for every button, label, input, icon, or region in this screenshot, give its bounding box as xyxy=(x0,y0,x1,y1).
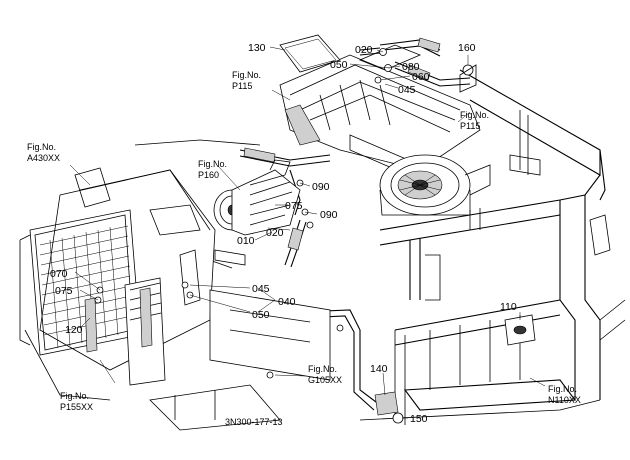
callout-150: 150 xyxy=(410,413,428,425)
fig-g105-label: Fig.No. xyxy=(308,364,337,374)
receiver-drier xyxy=(139,287,153,348)
part-140-clamp xyxy=(374,391,399,416)
callout-075-upper: 075 xyxy=(285,200,303,212)
callout-090-upper: 090 xyxy=(312,181,330,193)
fig-p155-value: P155XX xyxy=(60,402,93,412)
callout-045-lower: 045 xyxy=(252,283,270,295)
fig-p115-top-label: Fig.No. xyxy=(232,70,261,80)
callout-090-lower: 090 xyxy=(320,209,338,221)
callout-040: 040 xyxy=(278,296,296,308)
fasteners xyxy=(94,48,392,379)
callout-050-top: 050 xyxy=(330,59,348,71)
fig-g105-value: G105XX xyxy=(308,375,342,385)
callout-labels: 130 020 050 080 060 045 160 090 075 090 … xyxy=(50,42,517,425)
fig-n110-value: N110XX xyxy=(548,395,581,405)
fig-p115-right-value: P115 xyxy=(460,121,480,131)
callout-130: 130 xyxy=(248,42,266,54)
callout-060: 060 xyxy=(412,71,430,83)
compressor xyxy=(213,159,301,236)
callout-010: 010 xyxy=(237,235,255,247)
chassis-frame xyxy=(359,69,626,425)
callout-080: 080 xyxy=(402,61,420,73)
callout-045-top: 045 xyxy=(398,84,416,96)
part-150-bolt xyxy=(392,412,404,424)
fig-p155-label: Fig.No. xyxy=(60,391,89,401)
fig-p115-top-value: P115 xyxy=(232,81,252,91)
fig-a430-label: Fig.No. xyxy=(27,142,56,152)
fig-references: Fig.No. P115 Fig.No. P115 Fig.No. P160 F… xyxy=(27,70,581,412)
callout-140: 140 xyxy=(370,363,388,375)
callout-120: 120 xyxy=(65,324,83,336)
drawing-code: 3N300-177-13 xyxy=(225,417,283,427)
fig-p115-right-label: Fig.No. xyxy=(460,110,489,120)
callout-075-lower: 075 xyxy=(55,285,73,297)
condenser-assembly xyxy=(19,167,216,401)
brackets xyxy=(149,64,536,431)
callout-020-top: 020 xyxy=(355,44,373,56)
fig-a430-value: A430XX xyxy=(27,153,60,163)
hoses xyxy=(134,37,471,411)
fig-n110-label: Fig.No. xyxy=(548,384,577,394)
callout-050-lower: 050 xyxy=(252,309,270,321)
leader-lines xyxy=(69,46,546,419)
fig-p160-value: P160 xyxy=(198,170,219,180)
fig-p160-label: Fig.No. xyxy=(198,159,227,169)
callout-160: 160 xyxy=(458,42,476,54)
callout-070: 070 xyxy=(50,268,68,280)
callout-020-lower: 020 xyxy=(266,227,284,239)
callout-110: 110 xyxy=(500,301,517,313)
